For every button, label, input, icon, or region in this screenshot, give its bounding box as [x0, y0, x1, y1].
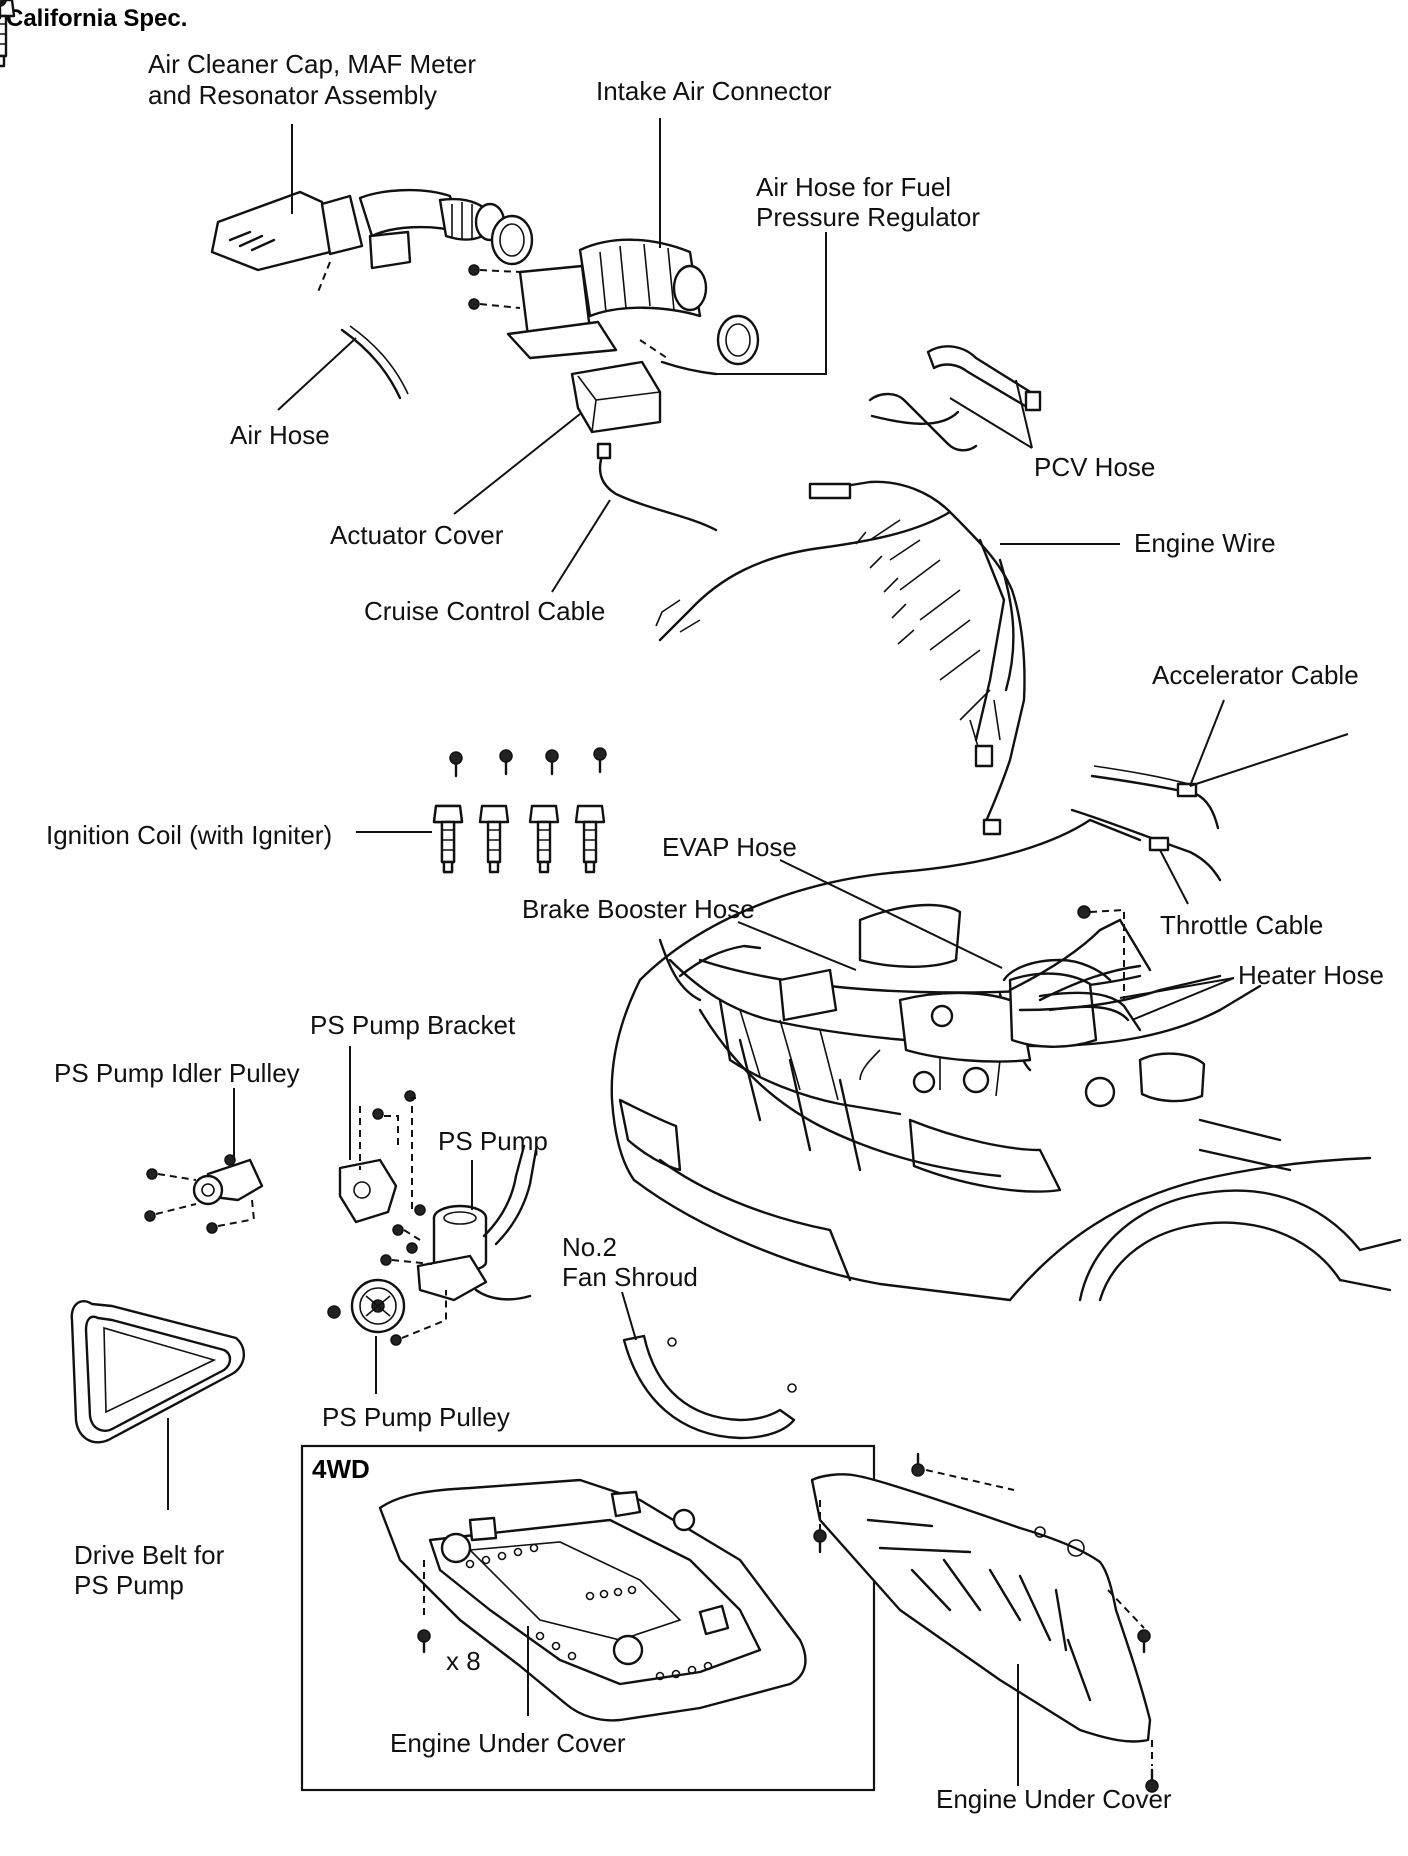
label-engine-wire: Engine Wire	[1134, 528, 1276, 558]
ps-pump-bolts	[380, 1254, 402, 1346]
accelerator-cable-leader	[1189, 699, 1349, 787]
air-cleaner-assembly-drawing	[210, 188, 506, 272]
pcv-hose-drawing	[868, 345, 1042, 452]
4wd-inset-frame	[300, 1444, 876, 1792]
label-air-hose-fpr-line1: Air Hose for Fuel	[756, 172, 951, 202]
idler-pulley-bolts	[144, 1168, 218, 1234]
label-evap-hose: EVAP Hose	[662, 832, 797, 862]
label-air-hose: Air Hose	[230, 420, 330, 450]
label-ps-pump-bracket: PS Pump Bracket	[310, 1010, 516, 1040]
ps-pump-drawing	[416, 1144, 538, 1302]
ps-pump-bracket-drawing	[338, 1158, 398, 1224]
air-hose-leader	[277, 337, 357, 411]
label-pcv-hose: PCV Hose	[1034, 452, 1155, 482]
label-bolt-count: x 8	[446, 1646, 481, 1676]
engine-wire-harness-drawing	[655, 480, 1026, 836]
ps-pump-bracket-bolts	[372, 1090, 426, 1254]
label-throttle-cable: Throttle Cable	[1160, 910, 1323, 940]
label-ps-pump-idler-pulley: PS Pump Idler Pulley	[54, 1058, 300, 1088]
ps-pump-pulley-drawing	[350, 1278, 406, 1334]
label-drive-belt-line1: Drive Belt for	[74, 1540, 225, 1570]
intake-air-connector-drawing	[506, 238, 708, 360]
throttle-cable-leader	[1159, 849, 1189, 905]
evap-hose-leader	[779, 859, 1003, 969]
label-ignition-coil: Ignition Coil (with Igniter)	[46, 820, 332, 850]
label-engine-under-cover-4wd: Engine Under Cover	[390, 1728, 626, 1758]
actuator-cover-leader	[453, 413, 581, 515]
label-accelerator-cable: Accelerator Cable	[1152, 660, 1359, 690]
4wd-under-cover-drawing	[0, 0, 807, 1722]
throttle-cable-drawing	[1070, 808, 1222, 882]
label-intake-air-connector: Intake Air Connector	[596, 76, 832, 106]
label-air-cleaner-line1: Air Cleaner Cap, MAF Meter	[148, 49, 476, 79]
air-hose-dash	[317, 261, 331, 293]
label-cruise-control-cable: Cruise Control Cable	[364, 596, 605, 626]
cruise-control-cable-leader	[551, 499, 611, 593]
hose-clamp-drawing	[490, 214, 760, 366]
cruise-control-cable-drawing	[598, 448, 718, 532]
heater-hose-drawing	[1038, 991, 1142, 1032]
vehicle-front-drawing	[610, 818, 1402, 1302]
drive-belt-drawing	[70, 1299, 245, 1444]
pulley-nut	[327, 1305, 341, 1319]
label-actuator-cover: Actuator Cover	[330, 520, 504, 550]
pcv-hose-leader	[949, 379, 1033, 449]
label-ps-pump: PS Pump	[438, 1126, 548, 1156]
fpr-air-hose-drawing	[660, 360, 718, 376]
bolt-small	[468, 264, 480, 310]
fan-shroud-leader	[621, 1291, 637, 1341]
actuator-cover-drawing	[570, 360, 662, 434]
heater-hose-leader	[1119, 977, 1235, 1021]
brake-booster-hose-leader	[737, 921, 857, 971]
evap-hose-drawing	[1002, 958, 1112, 982]
bolt-small	[417, 1629, 431, 1643]
engine-under-cover-drawing	[810, 1473, 1152, 1743]
engine-under-cover-bolts	[813, 1452, 1159, 1793]
label-fan-shroud-line1: No.2	[562, 1232, 617, 1262]
label-heater-hose: Heater Hose	[1238, 960, 1384, 990]
air-hose-fpr-leader	[716, 232, 827, 375]
ps-pump-idler-pulley-drawing	[192, 1154, 264, 1206]
label-air-hose-fpr-line2: Pressure Regulator	[756, 202, 980, 232]
bolt-small	[1077, 905, 1091, 919]
fan-shroud-drawing	[622, 1334, 797, 1440]
diagram-title: California Spec.	[6, 5, 187, 32]
label-brake-booster-hose: Brake Booster Hose	[522, 894, 755, 924]
air-hose-drawing	[340, 328, 402, 400]
label-fan-shroud-line2: Fan Shroud	[562, 1262, 698, 1292]
label-air-cleaner-line2: and Resonator Assembly	[148, 80, 437, 110]
label-4wd: 4WD	[312, 1454, 370, 1484]
label-engine-under-cover: Engine Under Cover	[936, 1784, 1172, 1814]
label-drive-belt-line2: PS Pump	[74, 1570, 184, 1600]
label-ps-pump-pulley: PS Pump Pulley	[322, 1402, 510, 1432]
